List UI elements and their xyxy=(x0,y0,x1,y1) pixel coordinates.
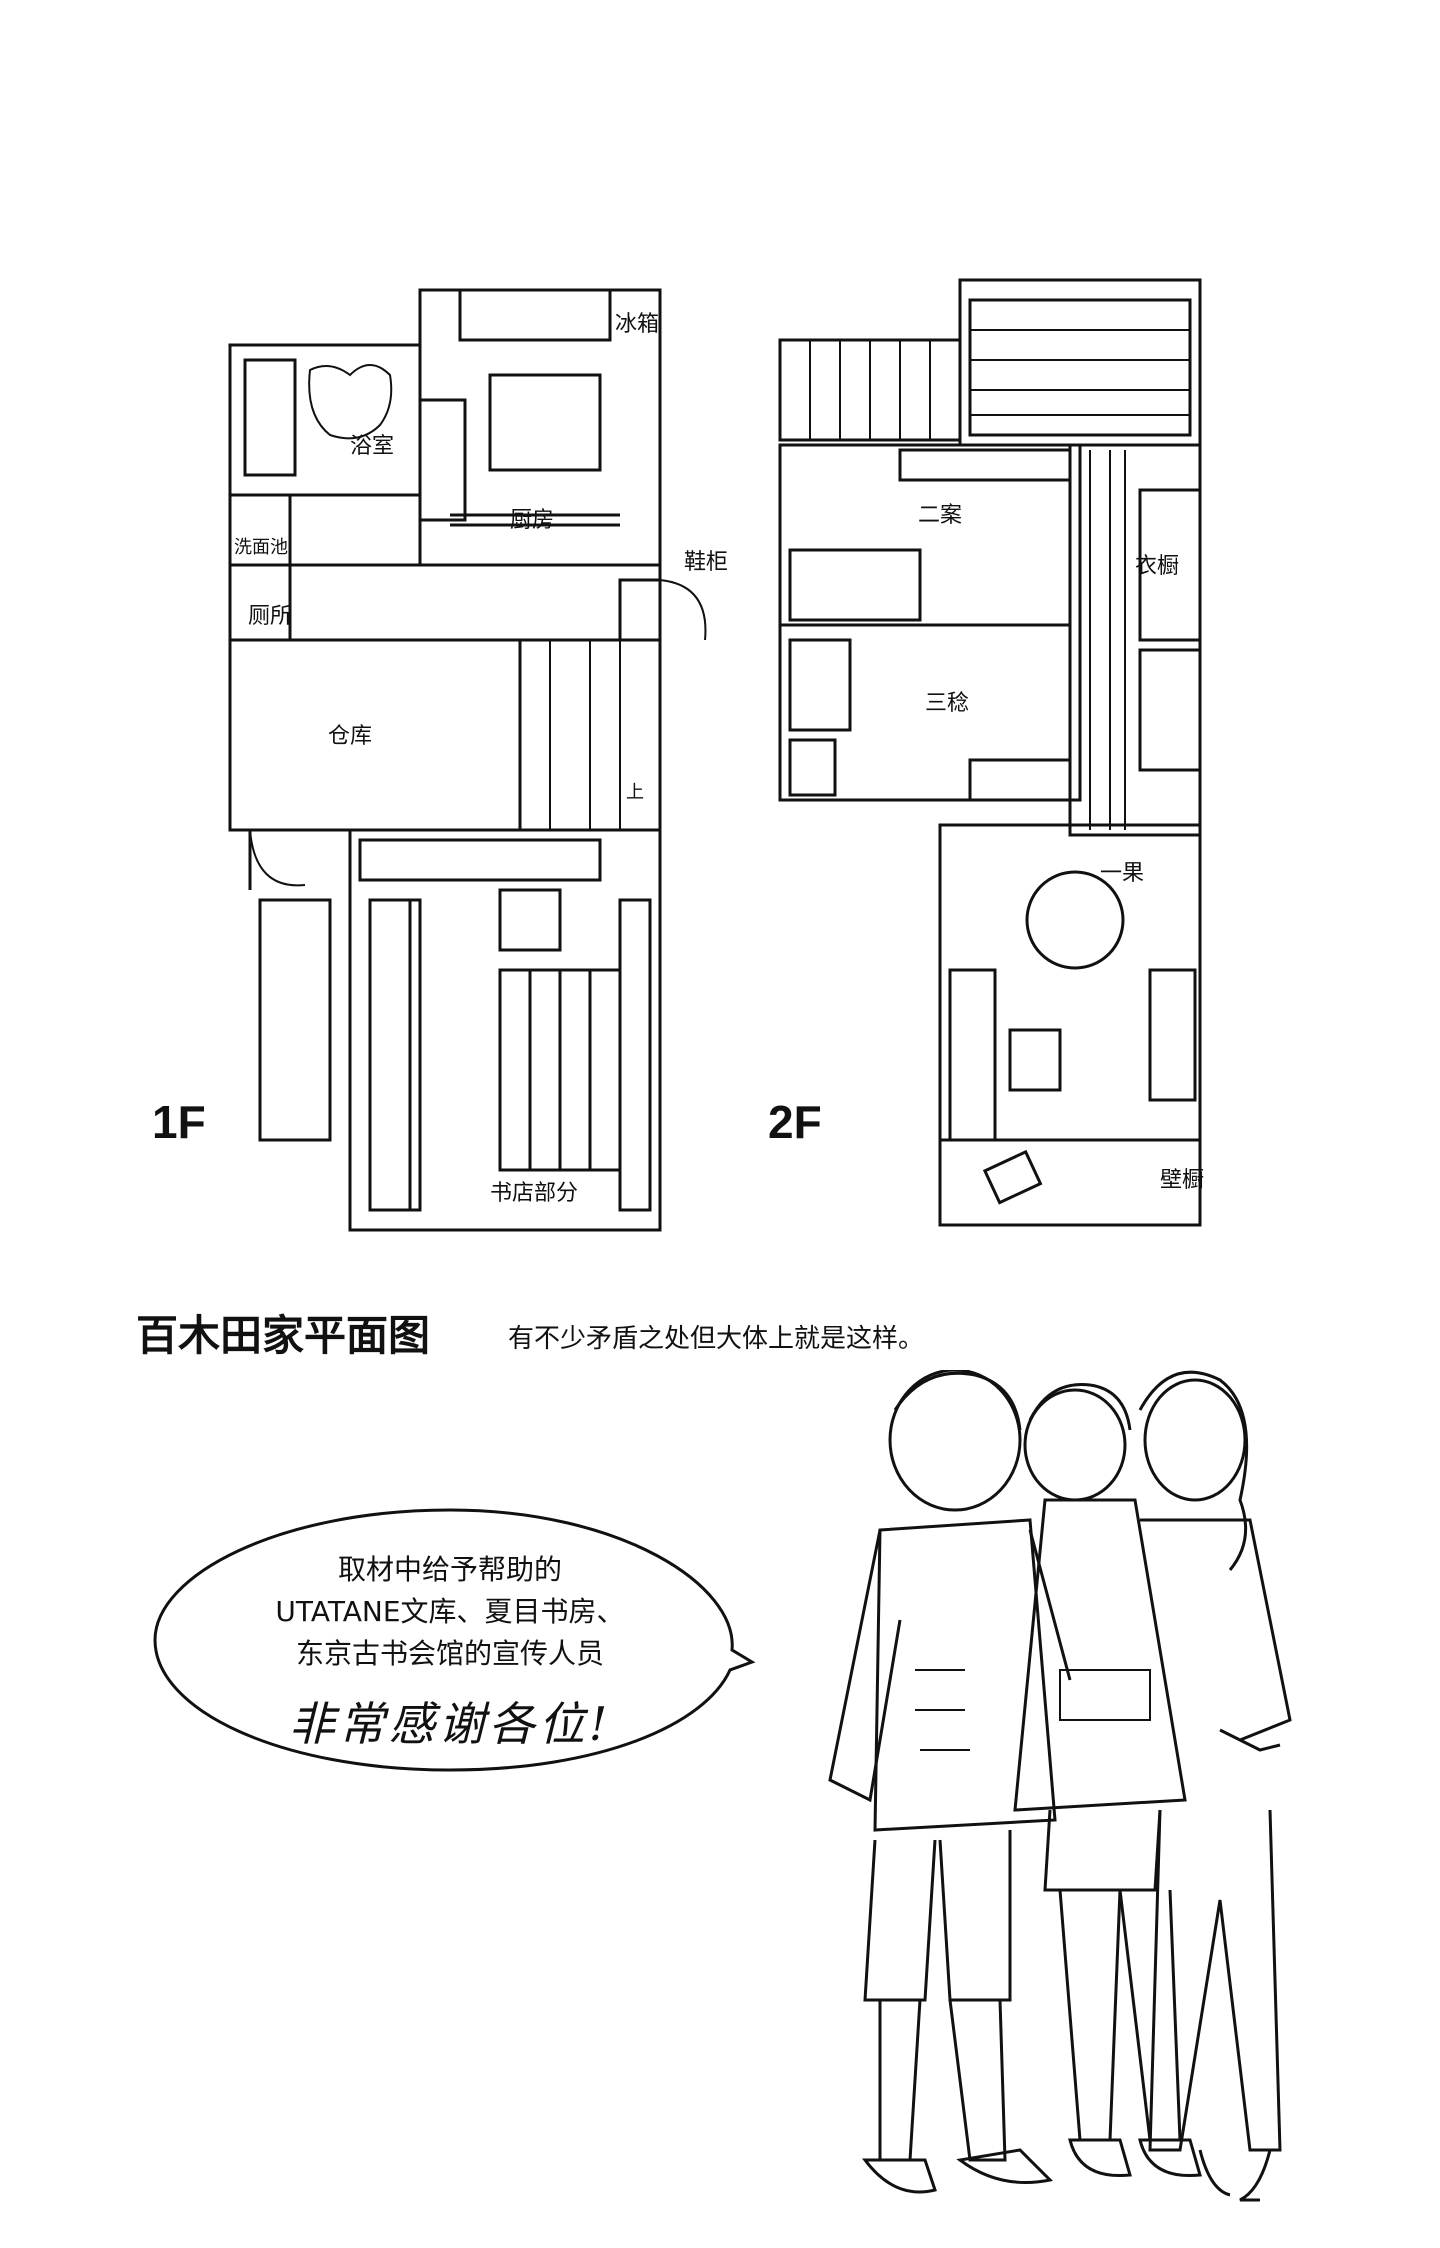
page-title: 百木田家平面图 xyxy=(136,1311,431,1360)
stairs-up-label: 上 xyxy=(626,782,644,803)
room-closet-label: 衣橱 xyxy=(1135,554,1180,579)
room-wall-closet-label: 壁橱 xyxy=(1160,1168,1205,1193)
bubble-line-2: UTATANE文库、夏目书房、 xyxy=(275,1595,625,1628)
room-toilet-label: 厕所 xyxy=(248,604,293,629)
room-bookstore-label: 书店部分 xyxy=(490,1181,579,1206)
speech-bubble: 取材中给予帮助的 UTATANE文库、夏目书房、 东京古书会馆的宣传人员 非常感… xyxy=(140,1490,760,1790)
bubble-line-1: 取材中给予帮助的 xyxy=(337,1553,562,1586)
bubble-thanks: 非常感谢各位! xyxy=(288,1697,612,1751)
room-3-label: 三稔 xyxy=(925,691,970,716)
room-bath-label: 浴室 xyxy=(350,434,395,459)
character-right xyxy=(1138,1370,1292,2202)
room-washbasin-label: 洗面池 xyxy=(234,537,288,558)
floor-2f-label: 2F xyxy=(768,1096,822,1148)
character-left xyxy=(828,1370,1072,2194)
page-note: 有不少矛盾之处但大体上就是这样。 xyxy=(508,1324,925,1354)
bubble-line-3: 东京古书会馆的宣传人员 xyxy=(295,1637,604,1670)
room-1-label: 一果 xyxy=(1100,861,1145,886)
room-2-label: 二案 xyxy=(918,503,963,528)
room-fridge-label: 冰箱 xyxy=(615,312,660,337)
character-middle xyxy=(1013,1382,1202,2178)
floor-plan-1f xyxy=(228,288,707,1232)
speech-bubble-outline xyxy=(153,1508,756,1772)
room-kitchen-label: 厨房 xyxy=(510,508,555,533)
room-shoe-cabinet-label: 鞋柜 xyxy=(684,550,729,575)
floor-1f-label: 1F xyxy=(152,1096,206,1148)
floor-plan-2f xyxy=(778,278,1202,1227)
room-storage-label: 仓库 xyxy=(328,724,373,749)
three-characters-illustration xyxy=(828,1370,1292,2202)
